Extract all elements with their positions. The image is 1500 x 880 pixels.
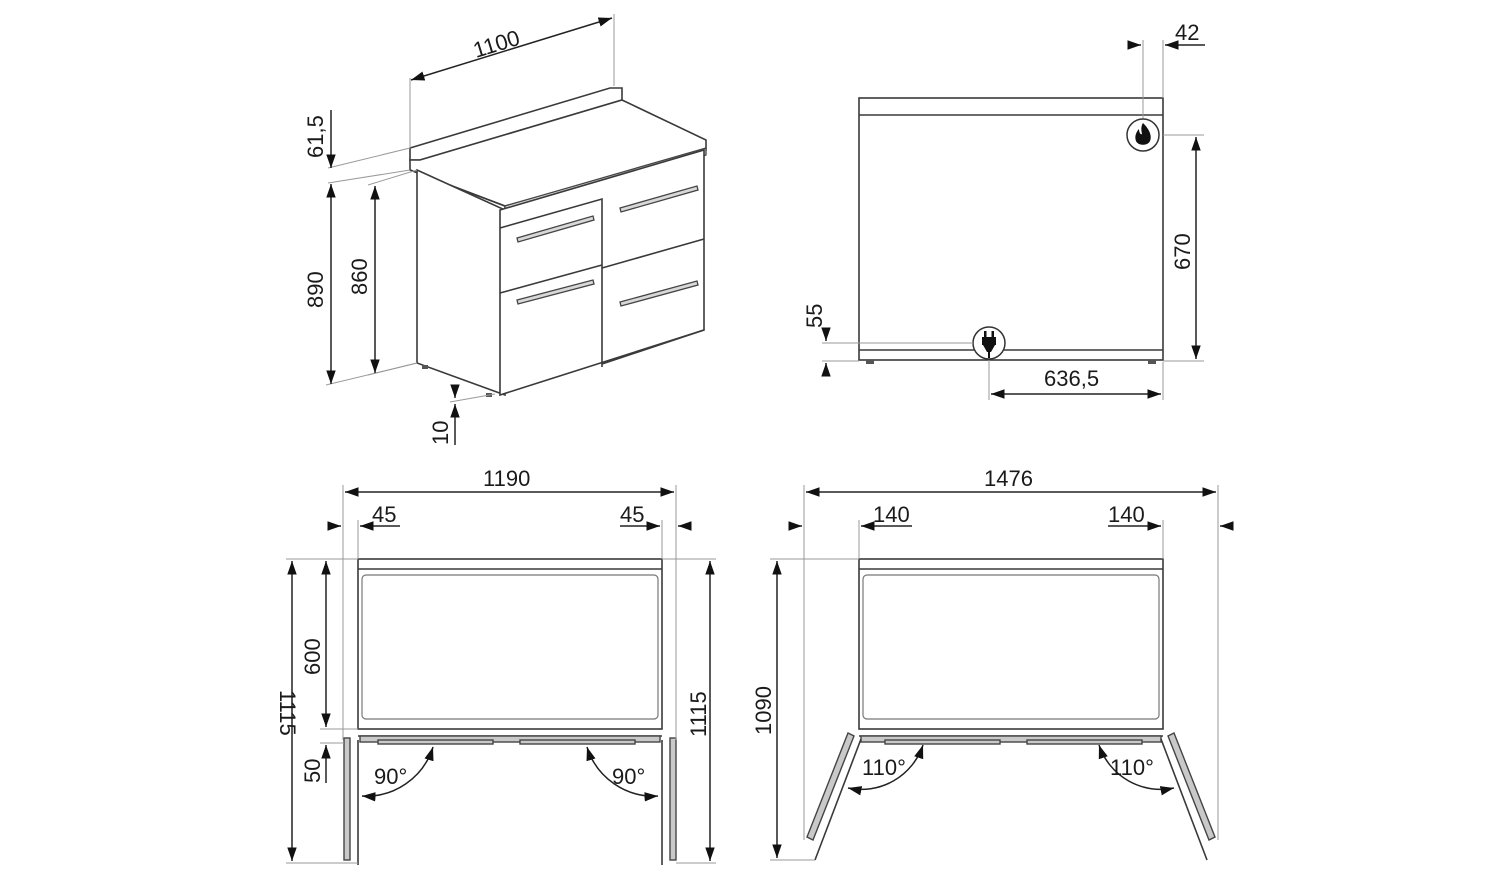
flame-icon — [1126, 118, 1160, 152]
label-right-clearance-140: 140 — [1108, 502, 1145, 527]
label-right-angle-110: 110° — [1110, 755, 1154, 780]
label-total-depth-1090: 1090 — [751, 686, 776, 735]
side-view: 42 670 55 636,5 — [802, 20, 1205, 400]
label-right-clearance-45: 45 — [620, 502, 644, 527]
plug-icon — [972, 326, 1006, 360]
label-left-angle-110: 110° — [862, 755, 906, 780]
label-left-clearance-140: 140 — [873, 502, 910, 527]
label-overall-width-1476: 1476 — [984, 466, 1033, 491]
label-gas-offset-42: 42 — [1175, 20, 1199, 45]
label-total-depth-right-1115: 1115 — [686, 691, 711, 737]
label-electric-height-55: 55 — [802, 304, 827, 328]
top-view-90: 1190 45 45 1115 600 50 1115 90° 90° — [275, 466, 716, 865]
label-electric-offset-636-5: 636,5 — [1044, 366, 1099, 391]
label-left-clearance-45: 45 — [372, 502, 396, 527]
label-overall-width-1190: 1190 — [483, 466, 530, 491]
label-width-1100: 1100 — [470, 25, 523, 63]
label-height-890: 890 — [303, 271, 328, 308]
isometric-view: 1100 61,5 890 860 10 — [303, 14, 707, 445]
label-backsplash-61-5: 61,5 — [303, 115, 328, 158]
label-feet-10: 10 — [428, 421, 453, 445]
label-gas-height-670: 670 — [1170, 233, 1195, 270]
label-door-depth-50: 50 — [300, 759, 325, 783]
label-height-860: 860 — [347, 258, 372, 295]
label-depth-600: 600 — [300, 638, 325, 675]
label-left-angle-90: 90° — [374, 764, 407, 789]
label-total-depth-left-1115: 1115 — [275, 690, 300, 736]
top-view-110: 1476 140 140 1090 110° 110° — [751, 466, 1234, 861]
label-right-angle-90: 90° — [612, 764, 645, 789]
